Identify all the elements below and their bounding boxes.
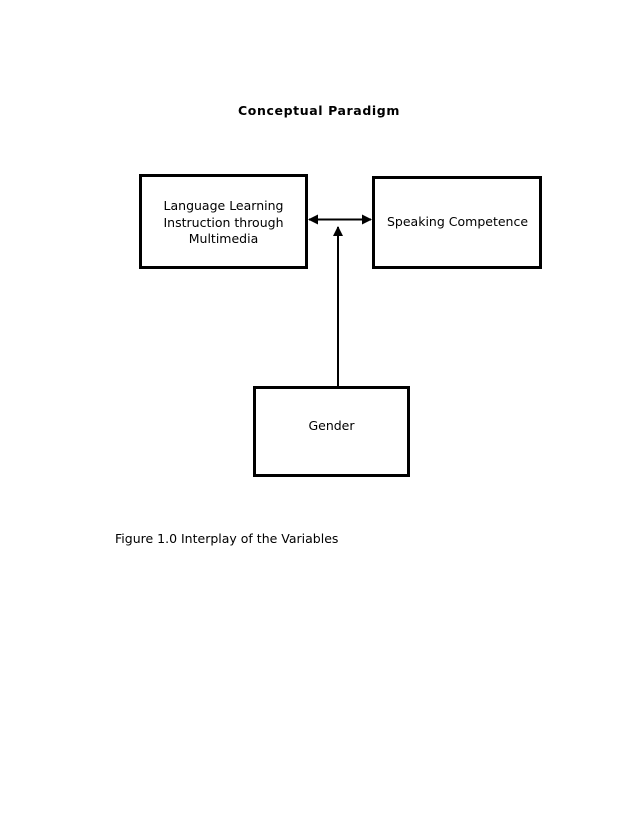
node-speaking-competence: Speaking Competence bbox=[372, 176, 542, 269]
node-gender: Gender bbox=[253, 386, 410, 477]
double-arrow-icon-instruction-competence bbox=[308, 214, 372, 225]
figure-caption: Figure 1.0 Interplay of the Variables bbox=[115, 531, 339, 546]
up-arrow-icon-gender-relationship bbox=[333, 226, 343, 389]
diagram-title: Conceptual Paradigm bbox=[238, 103, 400, 118]
node-label-gender: Gender bbox=[308, 418, 355, 433]
node-label-competence: Speaking Competence bbox=[387, 214, 529, 230]
node-label-instruction: Language Learning Instruction through Mu… bbox=[163, 198, 284, 246]
node-language-learning-instruction: Language Learning Instruction through Mu… bbox=[139, 174, 308, 269]
